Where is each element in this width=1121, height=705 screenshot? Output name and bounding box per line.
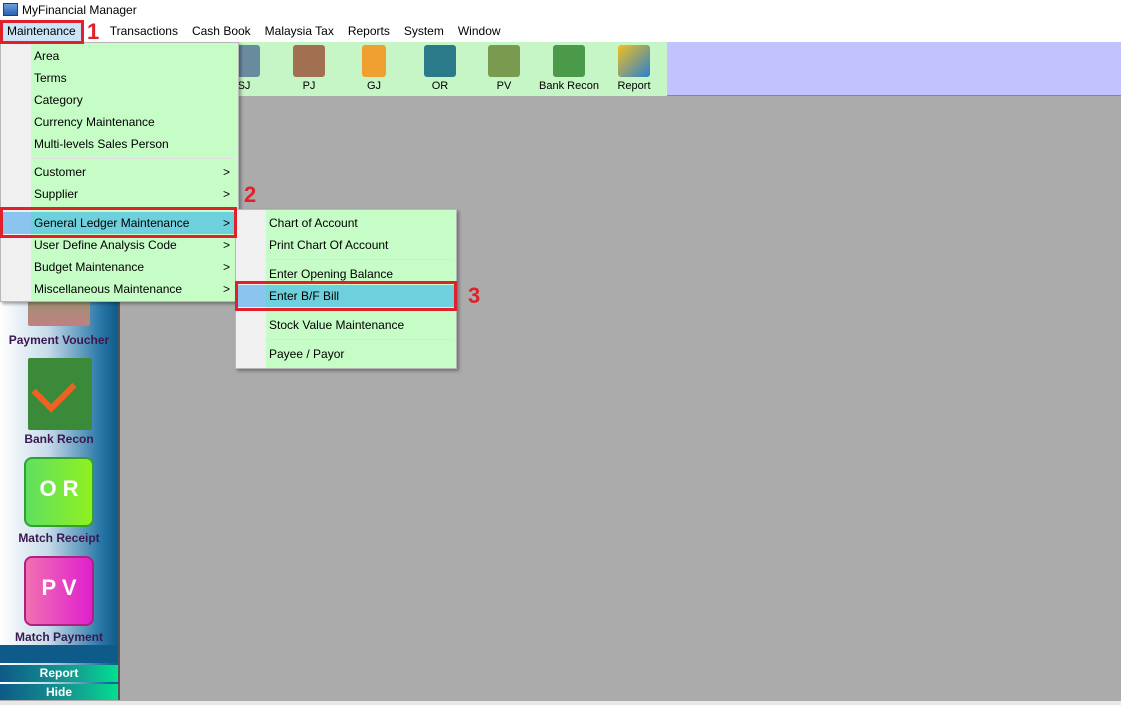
toolbar-report-button[interactable]: Report	[603, 44, 665, 94]
menu-item-label: Supplier	[34, 187, 79, 201]
sidebar-item-match-receipt[interactable]: Match Receipt	[18, 531, 100, 545]
or-arrow-glyph: O R	[39, 476, 79, 501]
annotation-box-1	[0, 20, 84, 44]
toolbar-label: Report	[617, 80, 651, 92]
mdi-workspace	[120, 96, 1121, 700]
match-receipt-icon[interactable]: O R	[24, 457, 94, 527]
toolbar-label: OR	[431, 80, 449, 92]
menu-malaysia-tax[interactable]: Malaysia Tax	[264, 24, 334, 38]
menu-window[interactable]: Window	[457, 24, 501, 38]
toolbar-label: GJ	[366, 80, 382, 92]
sidebar-report-button[interactable]: Report	[0, 665, 118, 682]
title-bar: MyFinancial Manager	[0, 0, 1121, 21]
chevron-right-icon: >	[222, 238, 230, 252]
menu-item-area[interactable]: Area	[34, 49, 60, 63]
gl-submenu: Chart of Account Print Chart Of Account …	[235, 209, 457, 369]
menu-item-payee-payor[interactable]: Payee / Payor	[269, 347, 345, 361]
menu-item-chart-of-account[interactable]: Chart of Account	[269, 216, 358, 230]
menu-item-stock-value-maintenance[interactable]: Stock Value Maintenance	[269, 318, 405, 332]
annotation-number-2: 2	[244, 182, 257, 207]
chevron-right-icon: >	[222, 187, 230, 201]
menu-item-enter-opening-balance[interactable]: Enter Opening Balance	[269, 267, 394, 281]
report-icon	[618, 45, 650, 77]
menu-item-enter-bf-bill[interactable]: Enter B/F Bill	[236, 285, 456, 307]
menu-separator	[266, 259, 453, 260]
annotation-number-3: 3	[468, 283, 481, 308]
annotation-box-3	[235, 281, 457, 311]
purchase-journal-icon	[293, 45, 325, 77]
toolbar-gj-button[interactable]: GJ	[343, 44, 405, 94]
sidebar-band	[0, 645, 118, 663]
window-title: MyFinancial Manager	[22, 3, 137, 17]
sidebar-item-payment-voucher[interactable]: Payment Voucher	[8, 333, 110, 347]
toolbar-or-button[interactable]: OR	[409, 44, 471, 94]
money-stack-icon	[424, 45, 456, 77]
sidebar-item-bank-recon[interactable]: Bank Recon	[24, 432, 94, 446]
menu-item-supplier[interactable]: Supplier >	[1, 183, 238, 205]
sidebar-item-match-payment[interactable]: Match Payment	[14, 630, 104, 644]
menu-item-user-define-analysis-code[interactable]: User Define Analysis Code >	[1, 234, 238, 256]
annotation-box-2	[0, 207, 237, 238]
document-check-icon	[553, 45, 585, 77]
menu-maintenance[interactable]: Maintenance	[0, 21, 83, 42]
chevron-right-icon: >	[222, 216, 230, 230]
menu-bar: Maintenance Transactions Cash Book Malay…	[0, 21, 1121, 42]
chevron-right-icon: >	[222, 165, 230, 179]
menu-gutter	[1, 43, 31, 301]
toolbar-pv-button[interactable]: PV	[473, 44, 535, 94]
menu-item-budget-maintenance[interactable]: Budget Maintenance >	[1, 256, 238, 278]
sidebar-hide-button[interactable]: Hide	[0, 684, 118, 701]
menu-item-label: Customer	[34, 165, 87, 179]
menu-item-category[interactable]: Category	[34, 93, 83, 107]
menu-item-label: User Define Analysis Code	[34, 238, 177, 252]
toolbar-label: Bank Recon	[539, 80, 599, 92]
toolbar-bank-recon-button[interactable]: Bank Recon	[538, 44, 600, 94]
match-payment-icon[interactable]: P V	[24, 556, 94, 626]
toolbar-label: PJ	[302, 80, 316, 92]
annotation-number-1: 1	[87, 19, 100, 44]
menu-system[interactable]: System	[403, 24, 444, 38]
menu-reports[interactable]: Reports	[347, 24, 390, 38]
menu-item-label: Miscellaneous Maintenance	[34, 282, 183, 296]
menu-item-customer[interactable]: Customer >	[1, 161, 238, 183]
menu-item-currency-maintenance[interactable]: Currency Maintenance	[34, 115, 155, 129]
status-bar	[0, 700, 1121, 705]
menu-item-label: General Ledger Maintenance	[34, 216, 190, 230]
menu-separator	[31, 158, 235, 159]
toolbar-label: SJ	[237, 80, 251, 92]
menu-transactions[interactable]: Transactions	[109, 24, 178, 38]
calculator-icon	[362, 45, 386, 77]
money-bundle-icon	[488, 45, 520, 77]
toolbar-pj-button[interactable]: PJ	[278, 44, 340, 94]
menu-item-print-chart-of-account[interactable]: Print Chart Of Account	[269, 238, 389, 252]
menu-item-label: Budget Maintenance	[34, 260, 145, 274]
menu-item-multi-levels-sales-person[interactable]: Multi-levels Sales Person	[34, 137, 169, 151]
toolbar-label: PV	[496, 80, 512, 92]
menu-item-miscellaneous-maintenance[interactable]: Miscellaneous Maintenance >	[1, 278, 238, 300]
chevron-right-icon: >	[222, 260, 230, 274]
maintenance-menu: Area Terms Category Currency Maintenance…	[0, 42, 239, 302]
chevron-right-icon: >	[222, 282, 230, 296]
menu-item-general-ledger-maintenance[interactable]: General Ledger Maintenance >	[1, 212, 238, 234]
menu-cash-book[interactable]: Cash Book	[191, 24, 251, 38]
app-icon	[3, 3, 18, 16]
menu-separator	[266, 339, 453, 340]
pv-arrow-glyph: P V	[41, 575, 77, 600]
menu-item-terms[interactable]: Terms	[34, 71, 67, 85]
bank-recon-icon[interactable]	[28, 358, 92, 430]
